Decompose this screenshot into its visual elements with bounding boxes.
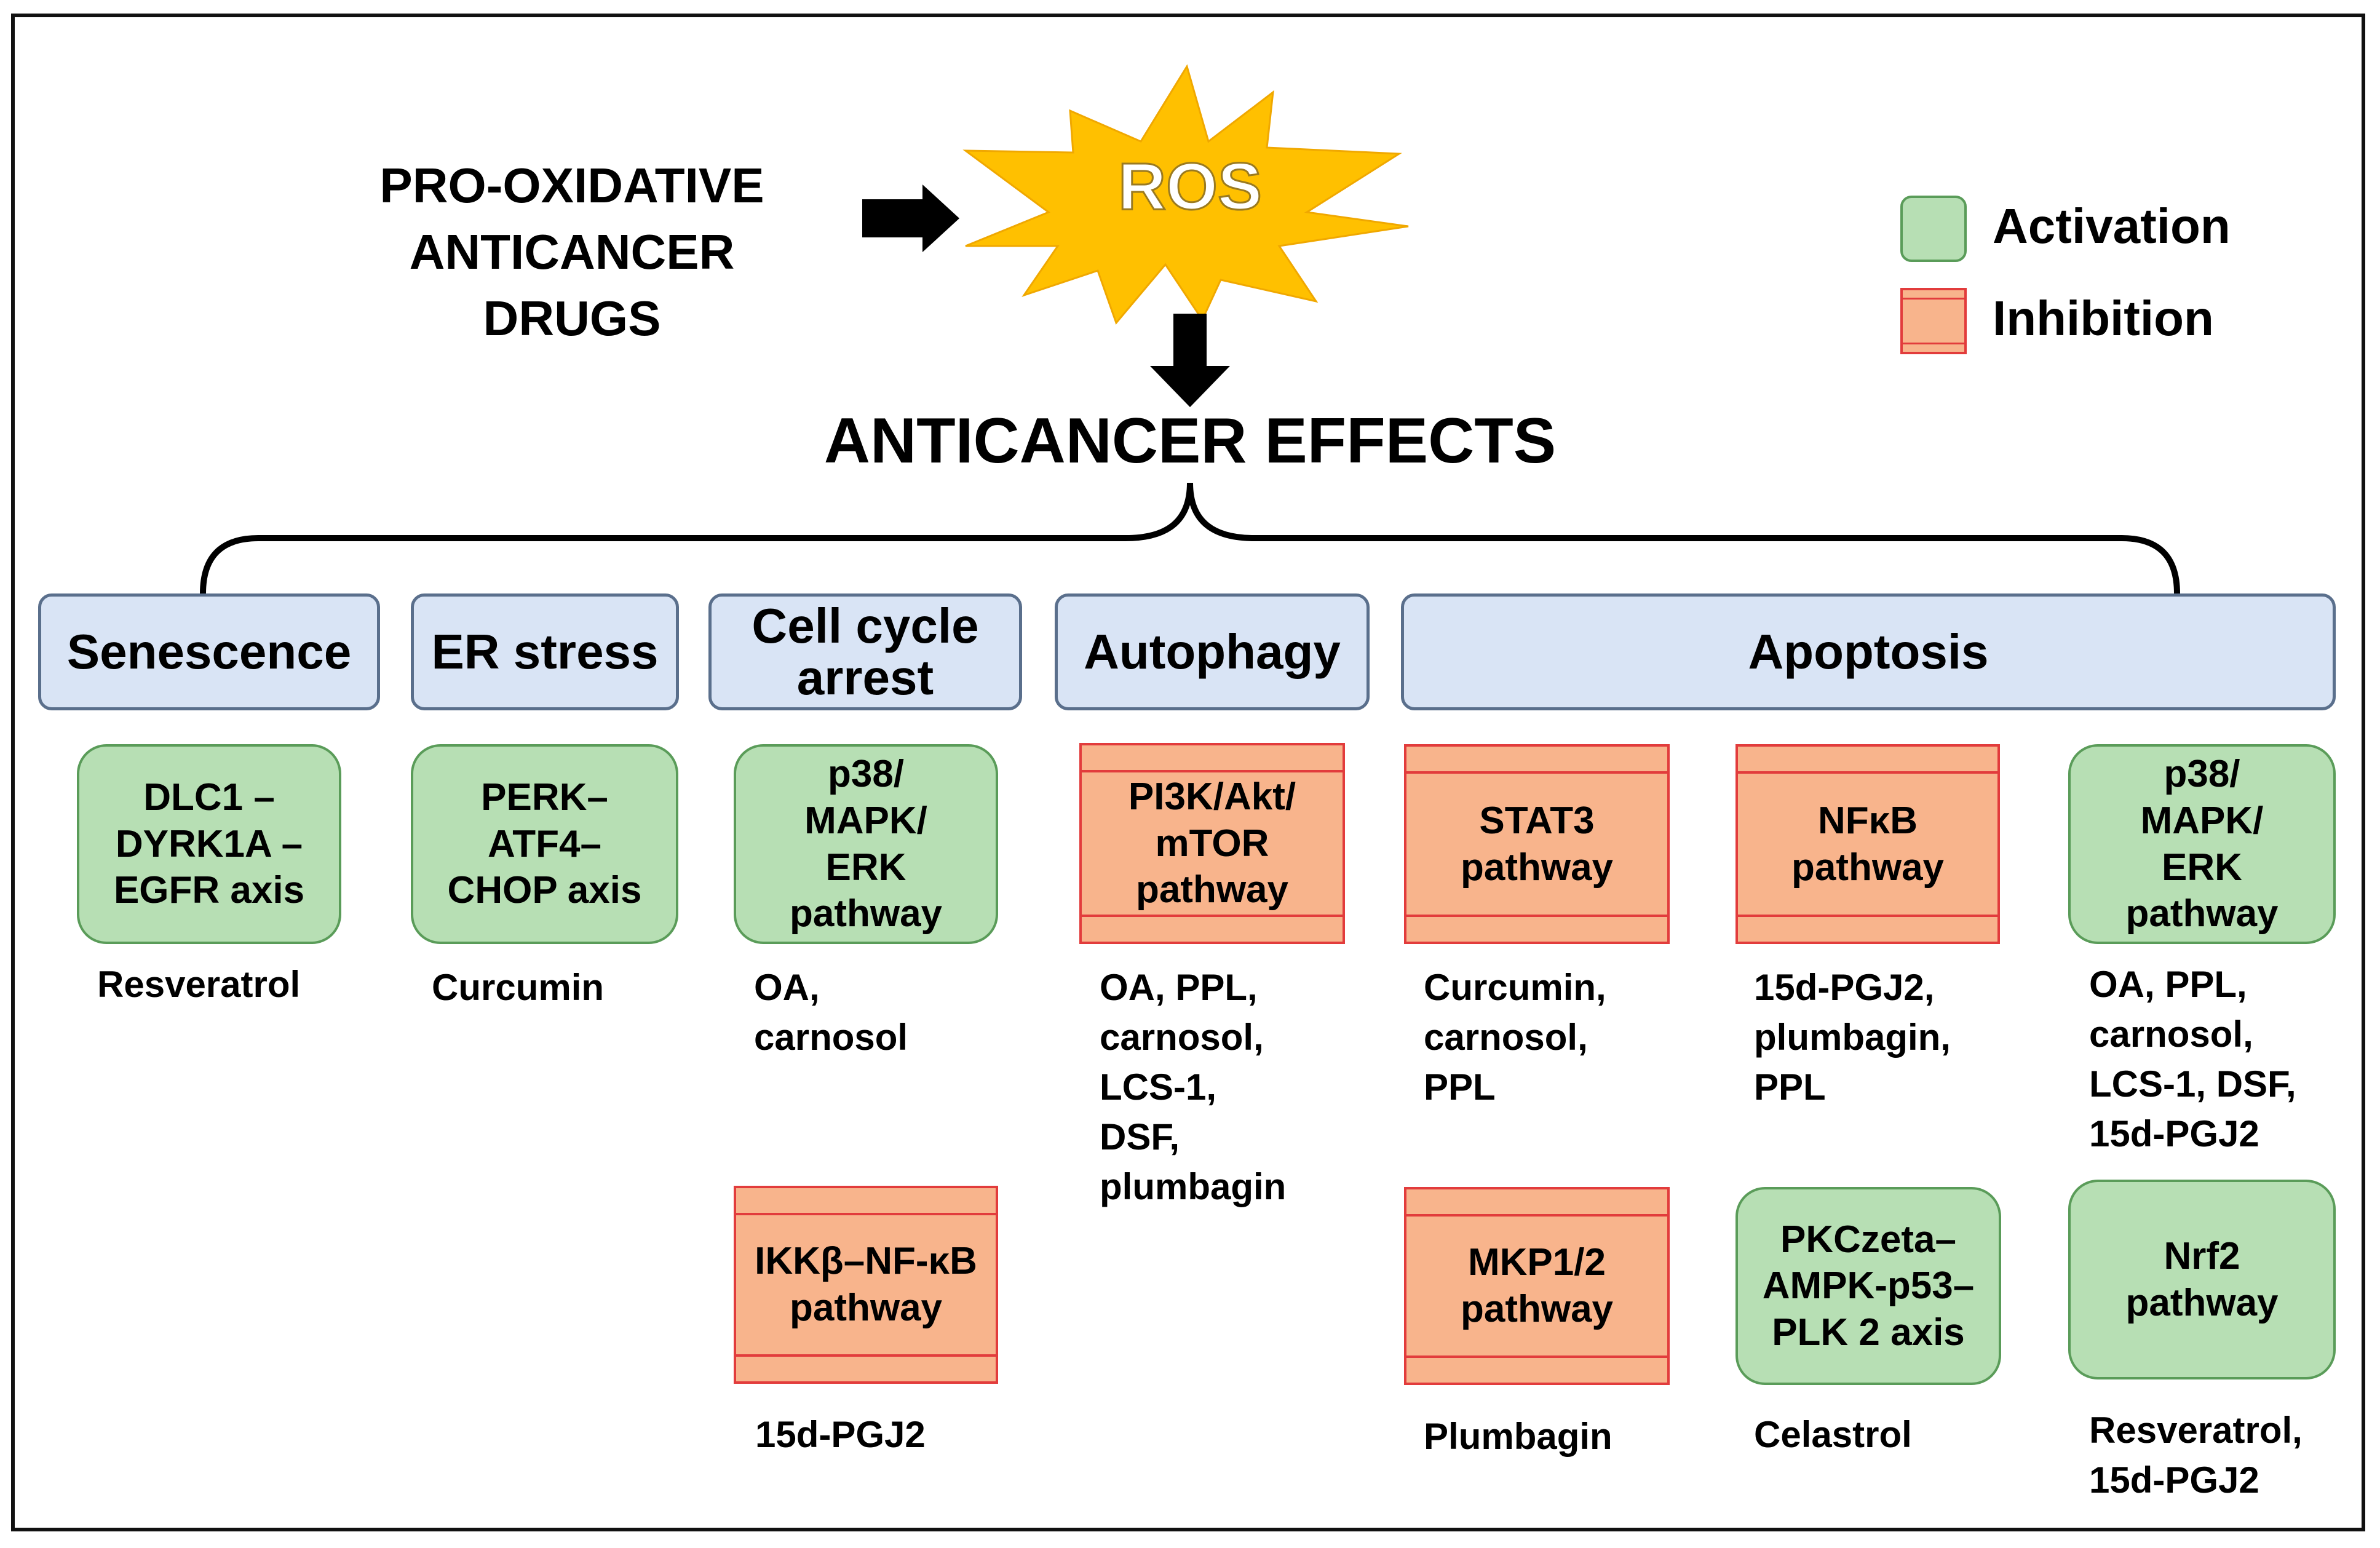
pathway-drugs-label: OA, carnosol [754,967,908,1058]
ros-burst [962,64,1409,325]
inhibition-pathway-box: STAT3 pathway [1404,744,1670,944]
pathway-name: STAT3 pathway [1460,799,1614,889]
inhibition-pathway-box: IKKβ–NF-κB pathway [734,1186,998,1384]
legend-inhibition-label: Inhibition [1993,291,2214,346]
pathway-name: p38/ MAPK/ ERK pathway [789,753,943,935]
inhibition-pathway-box: NFκB pathway [1735,744,2000,944]
pathway-drugs-label: Celastrol [1754,1414,1912,1455]
pathway-drugs-label: Plumbagin [1424,1416,1612,1457]
drugs-label: PRO-OXIDATIVE ANTICANCER DRUGS [320,153,824,352]
activation-pathway-box: Nrf2 pathway [2068,1180,2336,1379]
figure-frame [11,14,2365,1531]
pathway-drugs-label: Curcumin [432,967,605,1008]
category-apoptosis: Apoptosis [1401,593,2336,710]
activation-pathway-box: p38/ MAPK/ ERK pathway [734,744,998,944]
pathway-name: IKKβ–NF-κB pathway [755,1240,977,1329]
pathway-drugs-label: OA, PPL, carnosol, LCS-1, DSF, plumbagin [1100,967,1287,1207]
pathway-drugs-label: 15d-PGJ2 [755,1414,926,1455]
inhibition-pathway-box: MKP1/2 pathway [1404,1187,1670,1385]
drugs-to-ros-arrow [862,185,959,252]
legend-activation-label: Activation [1993,199,2231,253]
pathway-name: PI3K/Akt/ mTOR pathway [1128,776,1296,911]
pathway-drugs-label: Resveratrol [97,964,301,1005]
activation-pathway-box: p38/ MAPK/ ERK pathway [2068,744,2336,944]
legend-activation-swatch [1900,196,1967,262]
activation-pathway-box: DLC1 – DYRK1A – EGFR axis [77,744,341,944]
activation-pathway-box: PKCzeta– AMPK-p53– PLK 2 axis [1735,1187,2001,1385]
pathway-name: NFκB pathway [1791,799,1945,889]
pathway-name: PKCzeta– AMPK-p53– PLK 2 axis [1762,1218,1975,1354]
pathway-name: p38/ MAPK/ ERK pathway [2125,753,2279,935]
inhibition-pathway-box: PI3K/Akt/ mTOR pathway [1079,743,1345,944]
legend-inhibition-swatch [1900,288,1967,354]
activation-pathway-box: PERK– ATF4– CHOP axis [411,744,678,944]
category-cell-cycle-arrest: Cell cycle arrest [708,593,1022,710]
pathway-drugs-label: 15d-PGJ2, plumbagin, PPL [1754,967,1951,1108]
ros-label: ROS [1117,148,1263,224]
category-er-stress: ER stress [411,593,679,710]
ros-to-effects-arrow [1150,314,1230,407]
effects-brace [200,482,2180,594]
pathway-drugs-label: Curcumin, carnosol, PPL [1424,967,1606,1108]
effects-title: ANTICANCER EFFECTS [823,405,1557,477]
pathway-drugs-label: Resveratrol, 15d-PGJ2 [2089,1410,2303,1501]
pathway-name: Nrf2 pathway [2125,1234,2279,1324]
category-autophagy: Autophagy [1055,593,1370,710]
category-senescence: Senescence [38,593,380,710]
pathway-drugs-label: OA, PPL, carnosol, LCS-1, DSF, 15d-PGJ2 [2089,964,2296,1154]
drugs-label-line1: PRO-OXIDATIVE [379,158,764,213]
pathway-name: DLC1 – DYRK1A – EGFR axis [113,776,305,912]
pathway-name: MKP1/2 pathway [1460,1241,1614,1330]
drugs-label-line2: ANTICANCER DRUGS [409,224,735,346]
pathway-name: PERK– ATF4– CHOP axis [447,776,642,912]
